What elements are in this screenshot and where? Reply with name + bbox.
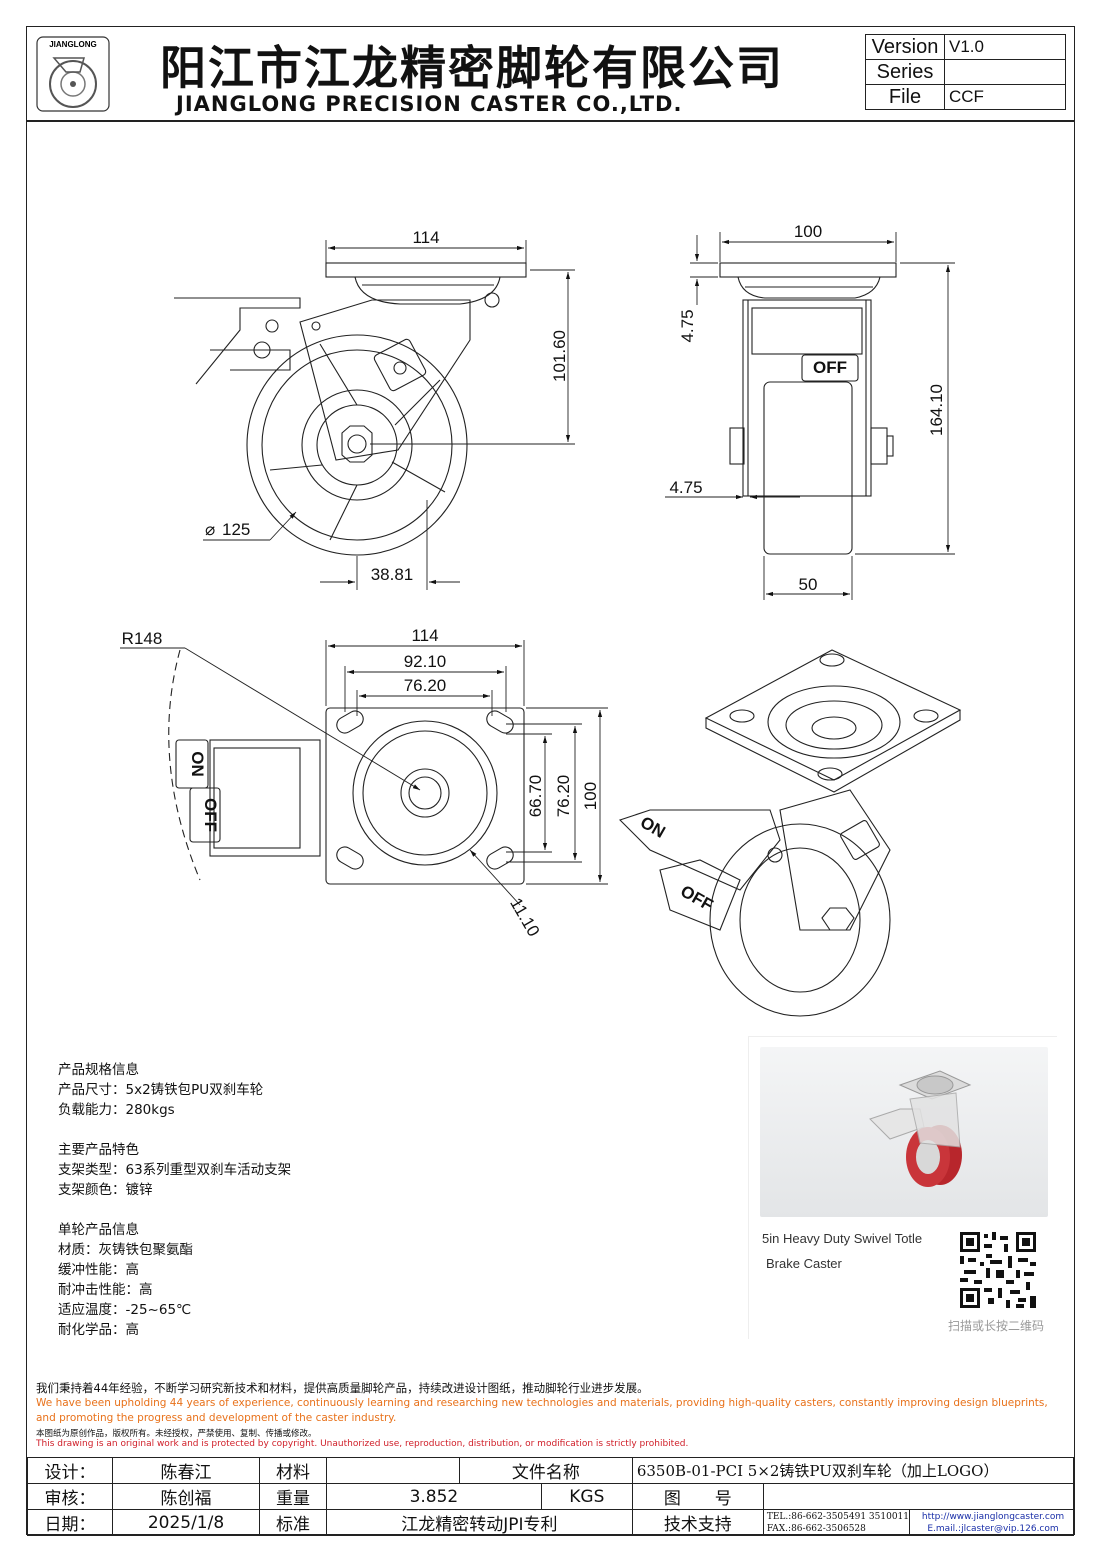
dim-top-vertical-1: 66.70 — [526, 775, 545, 818]
spec-line: 适应温度：-25~65℃ — [58, 1302, 192, 1318]
design-label: 设计： — [27, 1457, 113, 1484]
qr-code-icon[interactable] — [960, 1232, 1036, 1308]
mission-en-line-2: and promoting the progress and developme… — [36, 1412, 397, 1424]
copyright-cn: 本图纸为原创作品，版权所有。未经授权，严禁使用、复制、传播或修改。 — [36, 1429, 317, 1439]
spec-line: 耐化学品：高 — [58, 1322, 139, 1338]
dim-front-gap: 4.75 — [669, 478, 702, 497]
material-value — [326, 1457, 460, 1484]
dim-top-hole-diameter: 11.10 — [506, 895, 543, 940]
front-view — [719, 262, 897, 555]
spec-title: 产品规格信息 — [58, 1062, 139, 1078]
version-table: Version V1.0 Series File CCF — [865, 34, 1066, 110]
isometric-view — [618, 649, 962, 1017]
mission-cn: 我们秉持着44年经验，不断学习研究新技术和材料，提供高质量脚轮产品，持续改进设计… — [36, 1381, 649, 1395]
copyright-en: This drawing is an original work and is … — [36, 1439, 689, 1449]
material-label: 材料 — [259, 1457, 327, 1484]
dim-top-hole-span-2: 76.20 — [404, 676, 447, 695]
front-brake-off: OFF — [813, 358, 847, 377]
drawing-no-value — [762, 1483, 1075, 1510]
file-label: File — [865, 84, 945, 110]
company-name-cn: 阳江市江龙精密脚轮有限公司 — [160, 41, 784, 95]
fax: FAX.:86-662-3506528 — [766, 1523, 866, 1534]
company-name-en: JIANGLONG PRECISION CASTER CO.,LTD. — [176, 92, 683, 116]
dim-wheel-diameter-symbol: ⌀ — [205, 520, 215, 539]
weight-unit: KGS — [540, 1483, 633, 1510]
header-divider — [26, 120, 1075, 122]
spec-section-2: 主要产品特色 支架类型：63系列重型双刹车活动支架 支架颜色：镀锌 — [58, 1140, 291, 1200]
qr-caption: 扫描或长按二维码 — [948, 1319, 1045, 1333]
spec-line: 支架类型：63系列重型双刹车活动支架 — [58, 1162, 292, 1178]
spec-title: 单轮产品信息 — [58, 1222, 139, 1238]
product-caption-1: 5in Heavy Duty Swivel Totle — [762, 1231, 923, 1246]
dim-front-height: 164.10 — [927, 384, 946, 436]
contact-phone: TEL.:86-662-3505491 3510011 FAX.:86-662-… — [762, 1509, 911, 1536]
dim-side-width: 114 — [412, 228, 439, 247]
top-brake-on: ON — [188, 751, 207, 777]
email-link[interactable]: E.mail.:jlcaster@vip.126.com — [927, 1523, 1059, 1534]
dim-side-height: 101.60 — [550, 330, 569, 382]
product-photo — [760, 1047, 1048, 1217]
version-label: Version — [865, 34, 945, 60]
standard-label: 标准 — [259, 1509, 327, 1536]
spec-title: 主要产品特色 — [58, 1142, 139, 1158]
file-value: CCF — [944, 84, 1066, 110]
dim-front-width: 100 — [794, 222, 822, 241]
weight-value: 3.852 — [326, 1483, 542, 1510]
technical-drawing: 114 101.60 ⌀ 125 38.81 100 4.75 164.10 4… — [120, 222, 962, 1017]
dim-offset: 38.81 — [371, 565, 414, 584]
contact-web: http://www.jianglongcaster.com E.mail.:j… — [909, 1509, 1074, 1536]
mission-en-line-1: We have been upholding 44 years of exper… — [36, 1397, 1048, 1409]
standard-value: 江龙精密转动JPI专利 — [326, 1509, 633, 1536]
company-logo: JIANGLONG — [36, 36, 110, 112]
spec-section-1: 产品规格信息 产品尺寸：5x2铸铁包PU双刹车轮 负载能力：280kgs — [58, 1060, 263, 1120]
spec-line: 产品尺寸：5x2铸铁包PU双刹车轮 — [58, 1082, 264, 1098]
product-panel — [748, 1036, 1057, 1339]
website-link[interactable]: http://www.jianglongcaster.com — [921, 1511, 1065, 1522]
dim-wheel-diameter: 125 — [222, 520, 250, 539]
top-brake-off: OFF — [201, 798, 220, 832]
spec-line: 材质：灰铸铁包聚氨酯 — [58, 1242, 193, 1258]
date-label: 日期： — [27, 1509, 113, 1536]
filename-label: 文件名称 — [459, 1457, 633, 1484]
caster-render-icon — [869, 1070, 972, 1187]
dim-top-hole-span-1: 92.10 — [404, 652, 447, 671]
review-label: 审核： — [27, 1483, 113, 1510]
date-value: 2025/1/8 — [112, 1509, 260, 1536]
support-label: 技术支持 — [631, 1509, 764, 1536]
spec-line: 耐冲击性能：高 — [58, 1282, 153, 1298]
filename-value: 6350B-01-PCI 5×2铸铁PU双刹车轮（加上LOGO） — [631, 1457, 1075, 1484]
dim-top-width: 114 — [411, 626, 438, 645]
spec-line: 负载能力：280kgs — [58, 1102, 175, 1118]
spec-line: 缓冲性能：高 — [58, 1262, 139, 1278]
title-block: 设计： 陈春江 材料 文件名称 6350B-01-PCI 5×2铸铁PU双刹车轮… — [27, 1457, 1075, 1536]
dim-front-wheel-width: 50 — [799, 575, 818, 594]
spec-line: 支架颜色：镀锌 — [58, 1182, 153, 1198]
logo-text: JIANGLONG — [49, 40, 97, 49]
top-view — [168, 649, 525, 885]
drawing-no-label: 图 号 — [631, 1483, 764, 1510]
dim-top-radius: R148 — [122, 629, 163, 648]
product-caption-2: Brake Caster — [766, 1256, 842, 1271]
spec-section-3: 单轮产品信息 材质：灰铸铁包聚氨酯 缓冲性能：高 耐冲击性能：高 适应温度：-2… — [58, 1220, 193, 1340]
weight-label: 重量 — [259, 1483, 327, 1510]
tel: TEL.:86-662-3505491 3510011 — [766, 1511, 909, 1522]
series-label: Series — [865, 59, 945, 85]
dim-front-plate-thickness: 4.75 — [678, 309, 697, 342]
design-value: 陈春江 — [112, 1457, 260, 1484]
dim-top-vertical-2: 76.20 — [554, 775, 573, 818]
review-value: 陈创福 — [112, 1483, 260, 1510]
side-view — [174, 262, 527, 556]
iso-brake-on: ON — [637, 813, 669, 842]
dim-top-vertical-3: 100 — [581, 782, 600, 810]
